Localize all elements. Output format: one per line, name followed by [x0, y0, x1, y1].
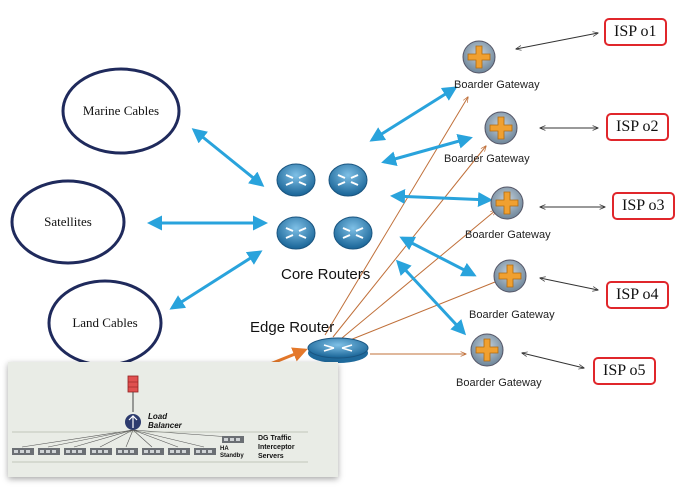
isp-box-5: ISP o5 [593, 357, 656, 385]
satellites-label: Satellites [44, 214, 92, 229]
core-links [147, 86, 493, 336]
gateway-label-4: Boarder Gateway [469, 309, 555, 321]
fanout-lines [21, 429, 231, 448]
border-gateway-icon [484, 111, 518, 145]
dg-label-line1: DG Traffic [258, 435, 292, 442]
server-farm-panel: Load Balancer HA Standby DG Traffic Inte… [8, 362, 338, 477]
isp-box-4: ISP o4 [606, 281, 669, 309]
land-cables-label: Land Cables [72, 315, 138, 330]
marine-cables-label: Marine Cables [82, 103, 160, 118]
load-balancer-label-line2: Balancer [148, 421, 182, 430]
router-icon [333, 216, 373, 250]
satellites-ellipse [10, 179, 126, 265]
isp-box-3: ISP o3 [612, 192, 675, 220]
firewall-icon [127, 375, 139, 412]
router-icon [276, 216, 316, 250]
gateway-label-3: Boarder Gateway [465, 229, 551, 241]
gateway-label-1: Boarder Gateway [454, 79, 540, 91]
isp-box-2: ISP o2 [606, 113, 669, 141]
isp-box-1: ISP o1 [604, 18, 667, 46]
router-icon [328, 163, 368, 197]
marine-cables-ellipse [61, 67, 181, 155]
border-gateway-icon [462, 40, 496, 74]
load-balancer-label-line1: Load [148, 412, 168, 421]
border-gateway-icon [470, 333, 504, 367]
dg-traffic-label: DG Traffic Interceptor Servers [258, 434, 295, 461]
load-balancer-label: Load Balancer [148, 412, 182, 430]
core-router-group [276, 163, 373, 250]
load-balancer-icon [125, 414, 141, 430]
ha-label-line2: Standby [220, 453, 244, 459]
edge-router-label: Edge Router [250, 319, 335, 336]
core-routers-label: Core Routers [281, 266, 371, 283]
border-gateway-icon [490, 186, 524, 220]
dg-label-line3: Servers [258, 453, 284, 460]
ha-label-line1: HA [220, 446, 229, 452]
router-icon [276, 163, 316, 197]
edge-router-icon [307, 337, 369, 363]
gateway-label-5: Boarder Gateway [456, 377, 542, 389]
ha-standby-label: HA Standby [220, 446, 244, 460]
server-farm-graphic [12, 375, 308, 463]
dg-label-line2: Interceptor [258, 444, 295, 451]
gateway-isp-links [516, 33, 605, 368]
gateway-label-2: Boarder Gateway [444, 153, 530, 165]
border-gateway-icon [493, 259, 527, 293]
